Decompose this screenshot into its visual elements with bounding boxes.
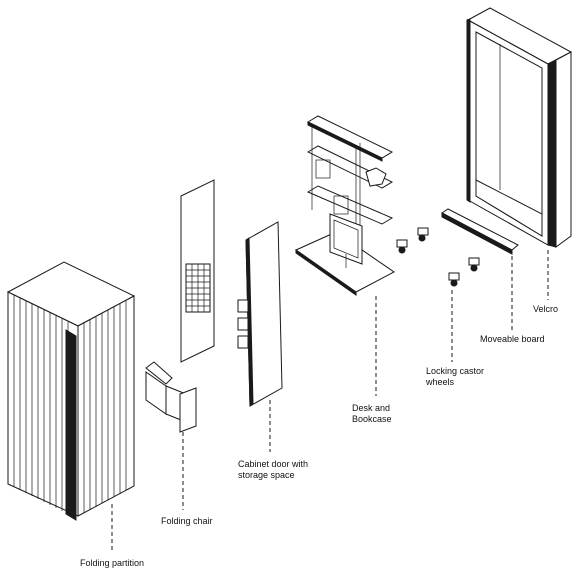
- wardrobe-frame: [466, 7, 573, 248]
- cabinet-door: [237, 221, 283, 407]
- leader-lines: [111, 250, 549, 552]
- castor-wheels: [396, 227, 480, 287]
- label-folding-partition: Folding partition: [80, 558, 145, 568]
- label-cabinet-door-line2: storage space: [238, 470, 295, 480]
- folding-partition: [6, 261, 136, 521]
- label-castor-line1: Locking castor: [426, 366, 485, 376]
- label-moveable-board: Moveable board: [480, 334, 545, 344]
- label-desk-line2: Bookcase: [352, 414, 392, 424]
- label-desk-line1: Desk and: [352, 403, 391, 413]
- label-cabinet-door-line1: Cabinet door with: [238, 459, 309, 469]
- label-castor-line2: wheels: [426, 377, 455, 387]
- label-locking-castor-wheels: Locking castor wheels: [426, 366, 484, 388]
- desk-and-bookcase: [294, 115, 395, 296]
- label-folding-chair: Folding chair: [161, 516, 213, 526]
- label-desk-bookcase: Desk and Bookcase: [352, 403, 392, 425]
- folding-chair: [145, 361, 197, 433]
- label-cabinet-door: Cabinet door with storage space: [238, 459, 308, 481]
- moveable-board: [441, 208, 519, 255]
- label-velcro: Velcro: [533, 304, 559, 314]
- partition-panel: [180, 179, 215, 363]
